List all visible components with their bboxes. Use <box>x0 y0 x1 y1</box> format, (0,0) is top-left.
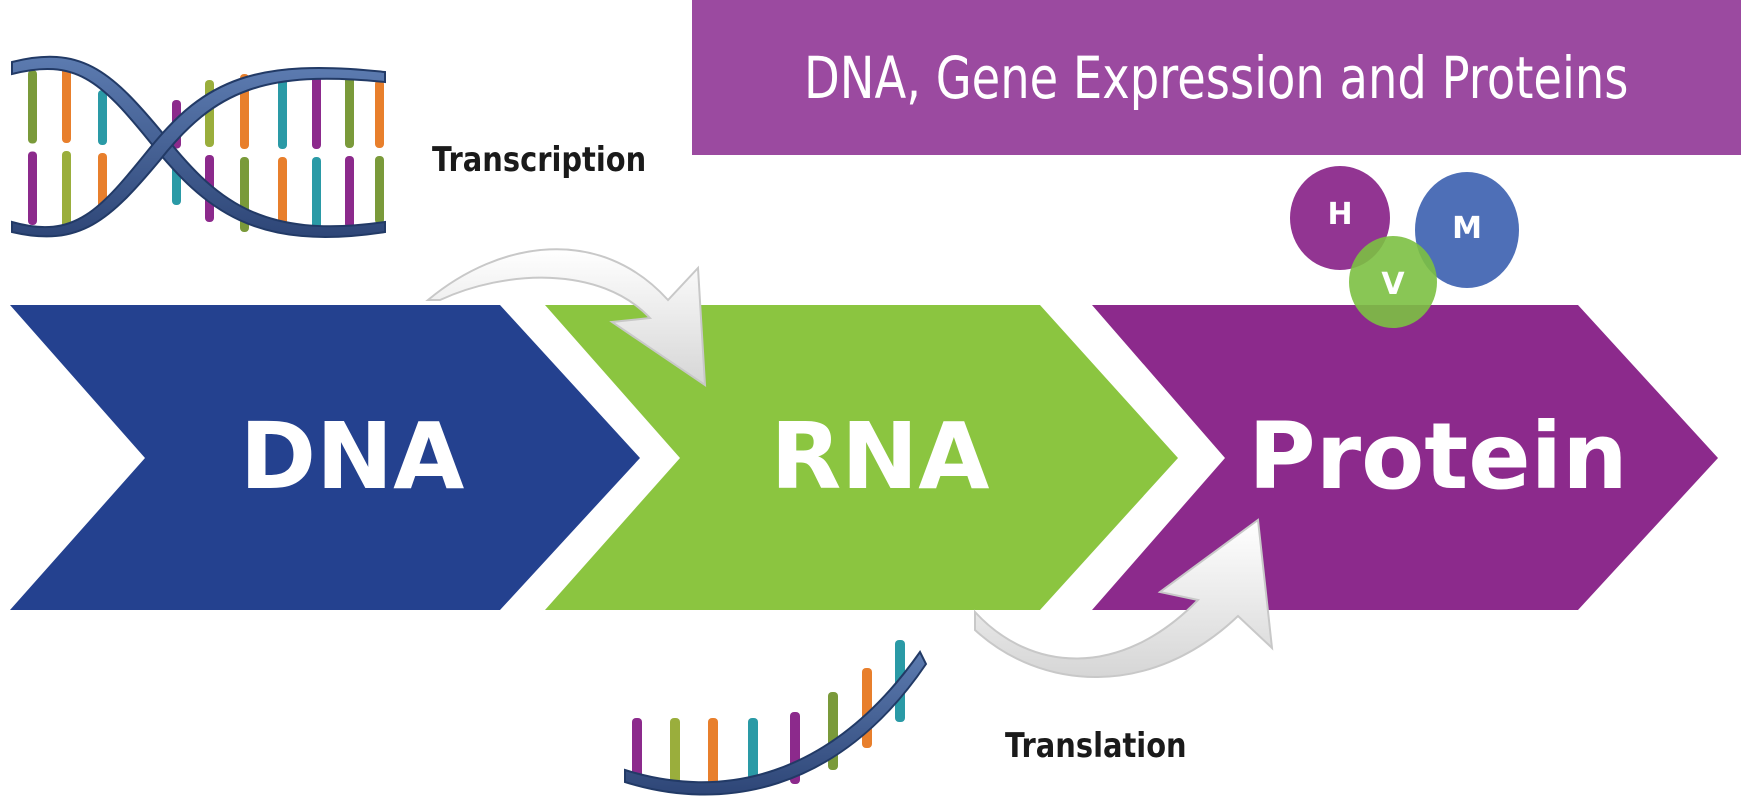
transcription-label: Transcription <box>432 140 647 180</box>
dna-base-pair <box>28 70 37 144</box>
page-title: DNA, Gene Expression and Proteins <box>804 43 1629 112</box>
translation-label: Translation <box>1005 726 1187 766</box>
dna-base-pair <box>62 66 71 143</box>
stage-label-protein: Protein <box>1248 403 1627 510</box>
bubble-h <box>1290 166 1390 270</box>
rna-strand-icon <box>624 640 928 796</box>
bubble-m <box>1415 172 1519 288</box>
dna-helix-icon <box>11 55 386 238</box>
dna-base-pair <box>375 80 384 148</box>
rna-base <box>748 718 758 790</box>
rna-base <box>708 718 718 790</box>
dna-base-pair <box>98 90 107 145</box>
bubble-letter-v: V <box>1381 267 1405 302</box>
dna-base-pair <box>345 76 354 148</box>
rna-base <box>632 718 642 780</box>
transcription-arrow <box>425 248 707 387</box>
bubble-letter-h: H <box>1327 197 1352 232</box>
protein-bubbles: H M V <box>1290 166 1519 328</box>
rna-base <box>670 718 680 786</box>
dna-base-pair <box>28 151 37 225</box>
dna-base-pair <box>312 157 321 232</box>
stage-label-rna: RNA <box>770 403 989 510</box>
dna-base-pair <box>345 156 354 228</box>
bubble-v <box>1349 236 1437 328</box>
dna-base-pair <box>98 153 107 208</box>
dna-base-pair <box>278 72 287 149</box>
dna-base-pair <box>312 74 321 149</box>
title-banner: DNA, Gene Expression and Proteins <box>692 0 1741 155</box>
translation-arrow <box>974 518 1274 678</box>
bubble-letter-m: M <box>1452 211 1482 246</box>
dna-base-pair <box>62 151 71 228</box>
dna-base-pair <box>278 157 287 234</box>
stage-label-dna: DNA <box>240 403 465 510</box>
dna-chevron <box>10 305 640 610</box>
dna-base-pair <box>375 156 384 224</box>
